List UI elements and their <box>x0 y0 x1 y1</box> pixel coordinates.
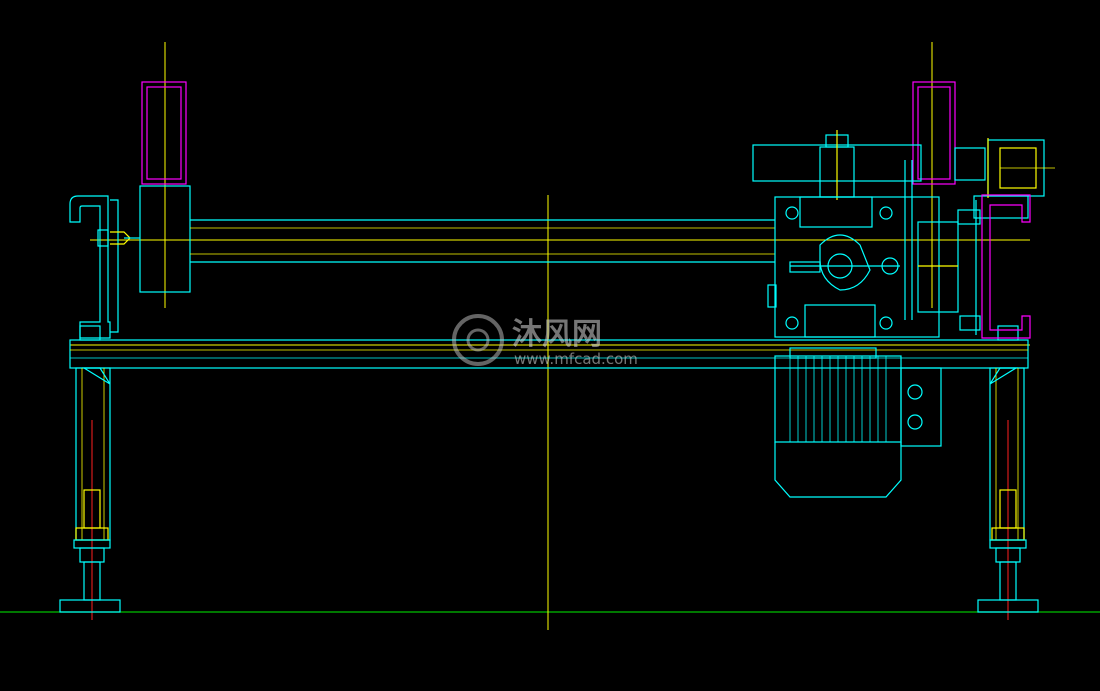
handwheel <box>752 130 922 200</box>
left-c-channel <box>69 195 140 339</box>
watermark-url: www.mfcad.com <box>514 350 638 368</box>
right-leveling-foot <box>977 489 1039 613</box>
right-magenta-post <box>912 81 956 185</box>
right-bearing-housing <box>954 138 1055 335</box>
watermark-logo-text: 沐风网 <box>512 317 602 352</box>
left-leveling-foot <box>59 489 121 613</box>
left-magenta-post <box>141 81 187 185</box>
shaft-assembly <box>139 185 775 293</box>
center-lines <box>70 42 1030 630</box>
right-c-channel <box>981 194 1031 339</box>
motor <box>774 347 942 498</box>
watermark-logo: 沐风网 www.mfcad.com <box>452 314 638 368</box>
gearbox <box>767 160 959 338</box>
